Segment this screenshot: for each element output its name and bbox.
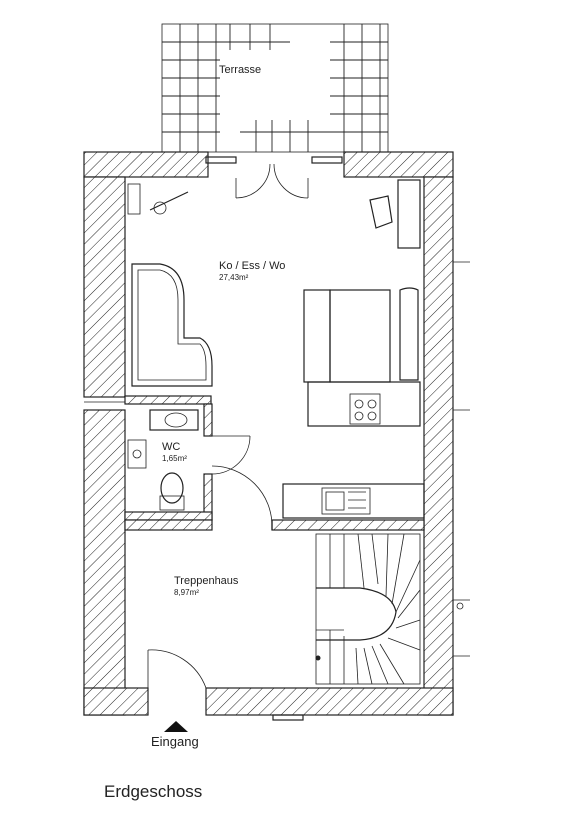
wall-top-right	[343, 151, 454, 178]
entrance-label: Eingang	[151, 734, 199, 749]
living-room-label: Ko / Ess / Wo	[219, 260, 285, 272]
staircase	[315, 533, 421, 685]
wall-top-left	[83, 151, 209, 178]
wall-left-lower	[83, 409, 126, 716]
cabinet	[397, 179, 421, 249]
wall-wc-bottom	[124, 511, 213, 521]
doors	[147, 163, 309, 689]
terrace-outline	[161, 23, 389, 153]
wc-cabinet	[127, 439, 147, 469]
burner-4	[367, 411, 377, 421]
wall-stair-top-right	[271, 519, 425, 531]
toilet-icon	[160, 472, 184, 504]
floor-lamp-icon	[149, 191, 189, 211]
kitchen-corner-counter	[131, 263, 213, 387]
window-top-right	[311, 156, 343, 164]
wc-label: WC	[162, 441, 180, 453]
toilet-tank	[159, 495, 185, 511]
entrance-door-swing	[147, 649, 207, 689]
wall-bottom-right	[205, 687, 454, 716]
cooktop	[349, 393, 381, 425]
wall-left-upper	[83, 176, 126, 398]
terrace	[161, 23, 389, 153]
kitchen-counter	[282, 483, 425, 519]
terrace-label: Terrasse	[219, 64, 261, 76]
wc-area: 1,65m²	[162, 454, 187, 463]
living-room-area: 27,43m²	[219, 273, 249, 282]
kitchen-corner-counter-inner	[137, 269, 207, 381]
shelf	[127, 183, 141, 215]
sofa-left	[303, 289, 331, 383]
stairwell-area: 8,97m²	[174, 588, 199, 597]
kitchen-island	[307, 381, 421, 427]
windows	[84, 156, 343, 721]
wall-wc-right-upper	[203, 403, 213, 437]
sofa-seat	[329, 289, 391, 383]
burner-2	[367, 399, 377, 409]
outer-walls	[83, 151, 454, 716]
terrace-tiles-right	[240, 24, 388, 152]
exterior-marks	[453, 261, 470, 657]
wc-fixtures	[127, 409, 199, 511]
stair-start-marker	[315, 655, 321, 661]
terrace-door-left-swing	[235, 163, 271, 199]
wc-door-swing	[211, 435, 251, 475]
stair-well-edge	[316, 587, 397, 641]
wall-stair-top-left	[124, 519, 213, 531]
chair-icon	[369, 195, 393, 229]
terrace-tiles-left	[162, 24, 290, 152]
wall-wc-top	[124, 395, 212, 405]
burner-3	[354, 411, 364, 421]
wall-bottom-left	[83, 687, 149, 716]
sink	[321, 487, 371, 515]
staircase-outline	[315, 533, 421, 685]
burner-1	[354, 399, 364, 409]
floor-title: Erdgeschoss	[104, 782, 202, 801]
window-top-left	[205, 156, 237, 164]
wc-sink	[164, 412, 188, 428]
terrace-door-right-swing	[273, 163, 309, 199]
inner-walls	[124, 395, 425, 531]
armchair	[399, 287, 419, 381]
living-furniture	[127, 179, 425, 519]
wall-right	[423, 176, 454, 716]
stair-door-swing	[211, 465, 273, 527]
sink-basin	[325, 491, 345, 511]
window-bottom	[272, 714, 304, 721]
stairwell-label: Treppenhaus	[174, 575, 239, 587]
entrance-arrow-icon	[164, 721, 188, 732]
wc-sink-counter	[149, 409, 199, 431]
